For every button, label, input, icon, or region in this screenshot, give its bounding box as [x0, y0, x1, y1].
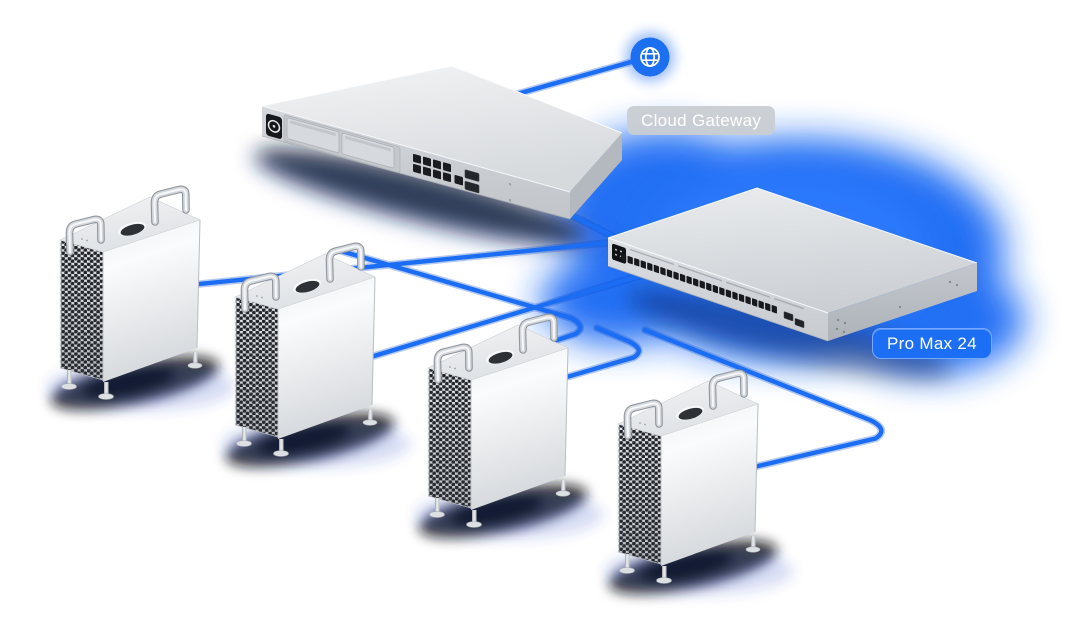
gateway-ethernet-ports — [413, 153, 463, 186]
switch-sfp-ports — [783, 311, 805, 328]
gateway-drive-bay — [286, 117, 340, 153]
switch-screws — [835, 280, 959, 334]
cloud-gateway-device — [261, 65, 623, 220]
gateway-sfp-ports — [464, 169, 480, 194]
cloud-gateway-label: Cloud Gateway — [627, 106, 776, 135]
pro-max-24-label: Pro Max 24 — [872, 328, 992, 359]
gateway-drive-bay — [341, 132, 395, 169]
globe-icon — [625, 32, 675, 82]
switch-ethernet-ports — [621, 253, 777, 314]
pro-max-24-switch — [607, 187, 978, 342]
switch-vents — [630, 248, 804, 310]
ground-shadows — [46, 148, 951, 606]
